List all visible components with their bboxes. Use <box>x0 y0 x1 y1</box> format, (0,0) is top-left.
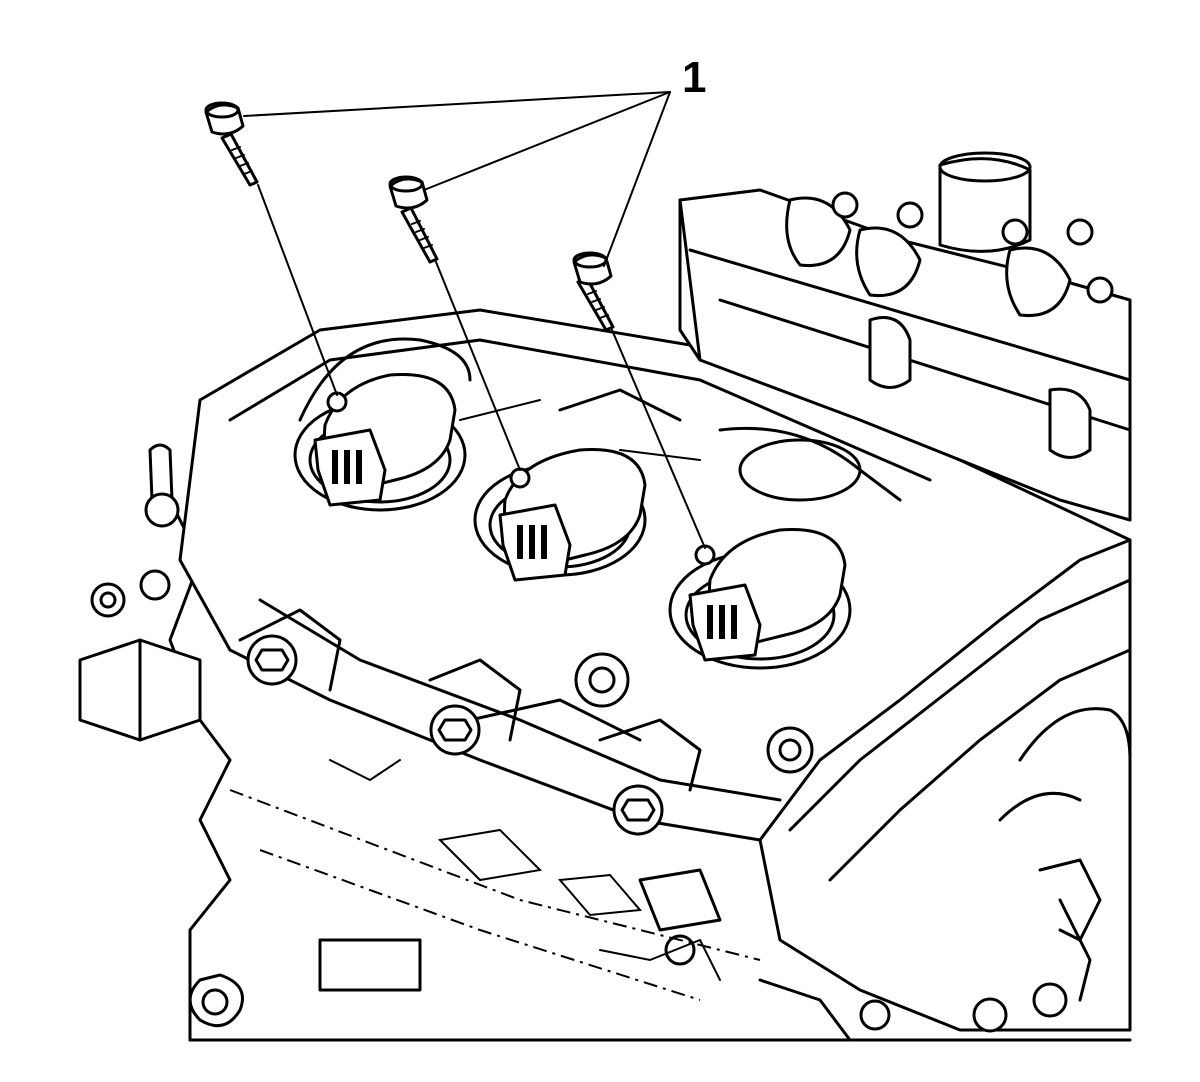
bolt-3 <box>572 251 706 549</box>
intake-manifold <box>758 538 1132 1033</box>
ignition-coil-1 <box>313 372 457 507</box>
ignition-coil-3 <box>688 527 847 662</box>
callout-leaders <box>243 91 671 267</box>
cylinder-head-camshaft <box>678 151 1132 522</box>
bolt-2 <box>388 175 521 471</box>
callout-label-1: 1 <box>682 53 706 102</box>
cover-bolt <box>429 704 481 756</box>
cover-bolt <box>612 784 664 836</box>
engine-block <box>168 498 1132 1042</box>
cover-bolt <box>246 634 298 686</box>
left-bracket <box>78 443 202 742</box>
bolt-1 <box>204 101 338 396</box>
